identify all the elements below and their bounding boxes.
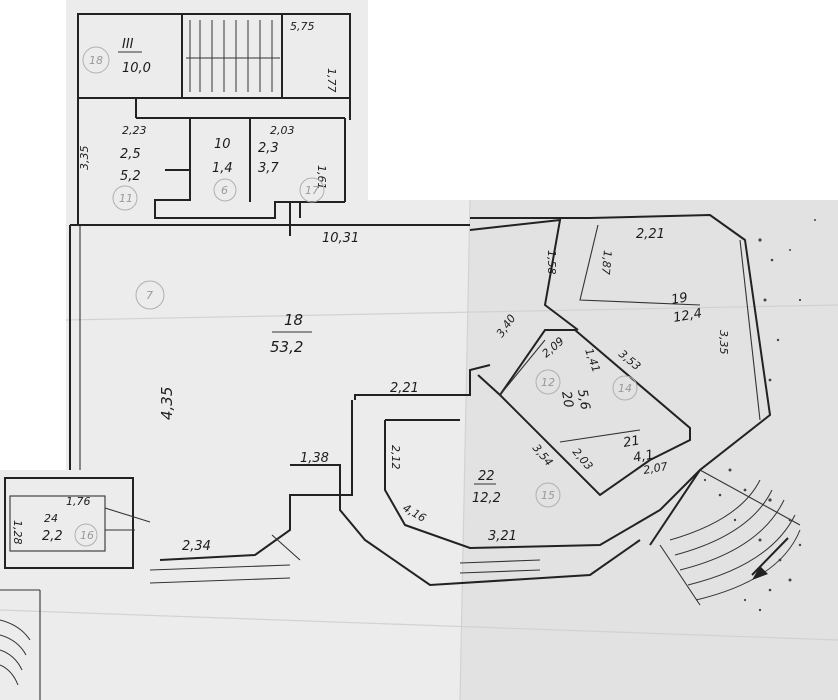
dim-1-61: 1,61 — [315, 165, 328, 190]
dim-4-35: 4,35 — [158, 387, 176, 420]
room-area-22: 12,2 — [472, 491, 501, 506]
dim-1-87: 1,87 — [599, 250, 614, 276]
room-area-21: 4,1 — [632, 448, 655, 466]
circle-number-14: 14 — [618, 382, 632, 395]
circle-number-11: 11 — [119, 192, 133, 205]
circle-number-18: 18 — [89, 54, 103, 67]
dim-1-76: 1,76 — [66, 495, 91, 508]
circle-number-16: 16 — [80, 529, 94, 542]
dim-2-03: 2,03 — [270, 124, 295, 137]
room-area-19: 12,4 — [672, 306, 703, 326]
room-area-23: 3,7 — [258, 161, 279, 176]
dim-1-77: 1,77 — [325, 68, 338, 93]
dim-2-07: 2,07 — [642, 460, 668, 477]
dim-10-31: 10,31 — [322, 231, 359, 246]
room-area-III: 10,0 — [122, 61, 151, 76]
room-number-1: 18 — [284, 311, 303, 329]
room-area-10: 1,4 — [212, 161, 233, 176]
room-area-20: 5,6 — [574, 388, 592, 411]
dim-3-35-left: 3,35 — [78, 146, 91, 171]
dim-2-21-mid: 2,21 — [390, 381, 419, 396]
room-id-24: 24 — [44, 512, 58, 525]
dim-5-75: 5,75 — [290, 20, 315, 33]
room-number-25: 2,5 — [120, 147, 141, 162]
room-id-III: III — [122, 37, 134, 52]
room-area-1: 53,2 — [270, 338, 303, 356]
circle-number-12: 12 — [541, 376, 555, 389]
dim-1-28: 1,28 — [11, 520, 24, 545]
room-area-24: 2,2 — [42, 529, 63, 544]
room-number-23: 2,3 — [258, 141, 279, 156]
circle-number-6: 6 — [221, 184, 228, 197]
room-labels: III 10,0 2,5 5,2 10 1,4 2,3 3,7 18 53,2 … — [42, 37, 703, 544]
room-id-19: 19 — [670, 290, 689, 308]
dim-2-12: 2,12 — [389, 445, 402, 470]
upper-stair — [186, 20, 280, 92]
dim-1-38: 1,38 — [300, 451, 329, 466]
dim-2-34: 2,34 — [182, 539, 211, 554]
room-number-10: 10 — [214, 137, 231, 152]
room-area-25: 5,2 — [120, 169, 141, 184]
room-id-20: 20 — [558, 390, 576, 409]
dim-2-23: 2,23 — [122, 124, 147, 137]
dim-3-35-right: 3,35 — [717, 330, 730, 355]
circled-room-numbers: 18 11 17 7 6 12 14 15 16 — [74, 46, 638, 547]
dim-1-58: 1,58 — [545, 250, 558, 275]
circle-number-15: 15 — [541, 489, 555, 502]
circle-number-17: 17 — [305, 184, 319, 197]
room-id-21: 21 — [622, 433, 641, 451]
room-id-22: 22 — [478, 469, 495, 484]
curved-exterior-stair — [659, 219, 816, 612]
dim-2-21-top: 2,21 — [636, 227, 665, 242]
circle-number-7: 7 — [146, 289, 153, 302]
dim-3-21: 3,21 — [488, 529, 517, 544]
left-small-room — [0, 477, 151, 700]
upper-block-walls — [77, 13, 351, 236]
main-hall-walls — [69, 213, 772, 587]
